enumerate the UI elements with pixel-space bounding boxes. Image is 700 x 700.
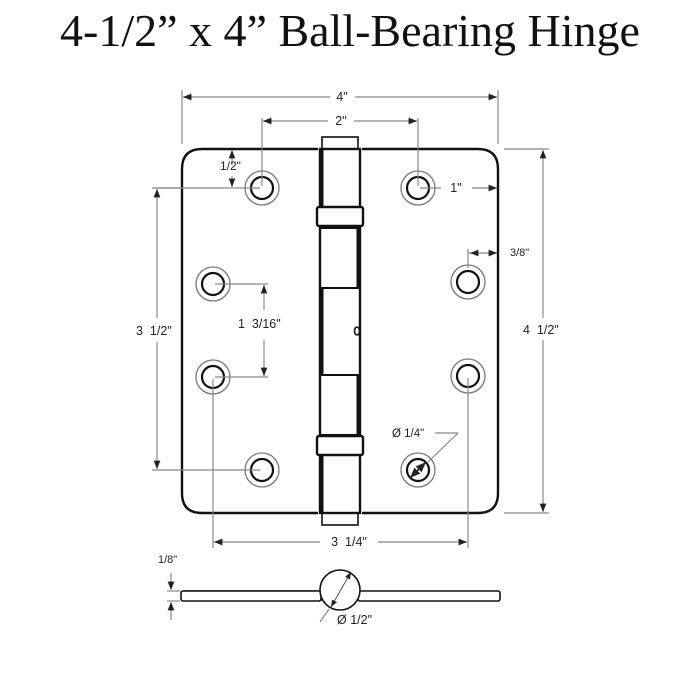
dim-hole-spacing-horizontal: 2" [261, 114, 419, 186]
dim-side-hole-edge-offset: 3/8" [467, 247, 529, 268]
svg-text:3 1/4": 3 1/4" [331, 535, 367, 549]
pin-hole [353, 326, 361, 336]
svg-text:1 3/16": 1 3/16" [238, 317, 281, 331]
screw-hole [244, 452, 280, 488]
knuckle-section [319, 569, 361, 611]
dim-outer-hole-span: 3 1/2" [136, 187, 260, 471]
dim-bottom-hole-span: 3 1/4" [212, 378, 469, 549]
screw-hole [450, 264, 486, 300]
svg-text:1": 1" [450, 181, 461, 195]
dim-overall-height: 4 1/2" [504, 148, 559, 514]
dim-leaf-thickness: 1/8" [158, 554, 180, 620]
svg-text:4": 4" [336, 90, 347, 104]
hinge-side-view: 1/8" Ø 1/2" [158, 554, 501, 627]
svg-text:Ø 1/4": Ø 1/4" [392, 428, 424, 440]
svg-text:2": 2" [335, 114, 346, 128]
dim-hole-edge-offset: 1" [420, 181, 497, 195]
svg-text:3/8": 3/8" [510, 247, 529, 259]
svg-text:1/8": 1/8" [158, 554, 177, 566]
screw-hole [244, 170, 280, 206]
hinge-knuckle [315, 136, 365, 526]
dim-hole-diameter: Ø 1/4" [392, 428, 459, 479]
dim-hole-spacing-vertical: 1 3/16" [215, 283, 281, 378]
svg-text:Ø 1/2": Ø 1/2" [337, 613, 372, 627]
diagram-title: 4-1/2” x 4” Ball-Bearing Hinge [60, 5, 640, 56]
svg-text:1/2": 1/2" [220, 159, 241, 173]
hinge-front-view: 4" 2" 1/2" 1" 3/8" [136, 90, 559, 549]
right-leaf [362, 147, 500, 515]
svg-text:4 1/2": 4 1/2" [523, 323, 559, 337]
dim-knuckle-diameter: Ø 1/2" [319, 608, 372, 627]
screw-hole [195, 266, 231, 302]
left-leaf [180, 147, 318, 515]
bearing-collar-bottom [315, 434, 365, 457]
bearing-collar-top [315, 205, 365, 228]
dim-overall-width: 4" [181, 90, 499, 144]
svg-text:3 1/2": 3 1/2" [136, 324, 172, 338]
